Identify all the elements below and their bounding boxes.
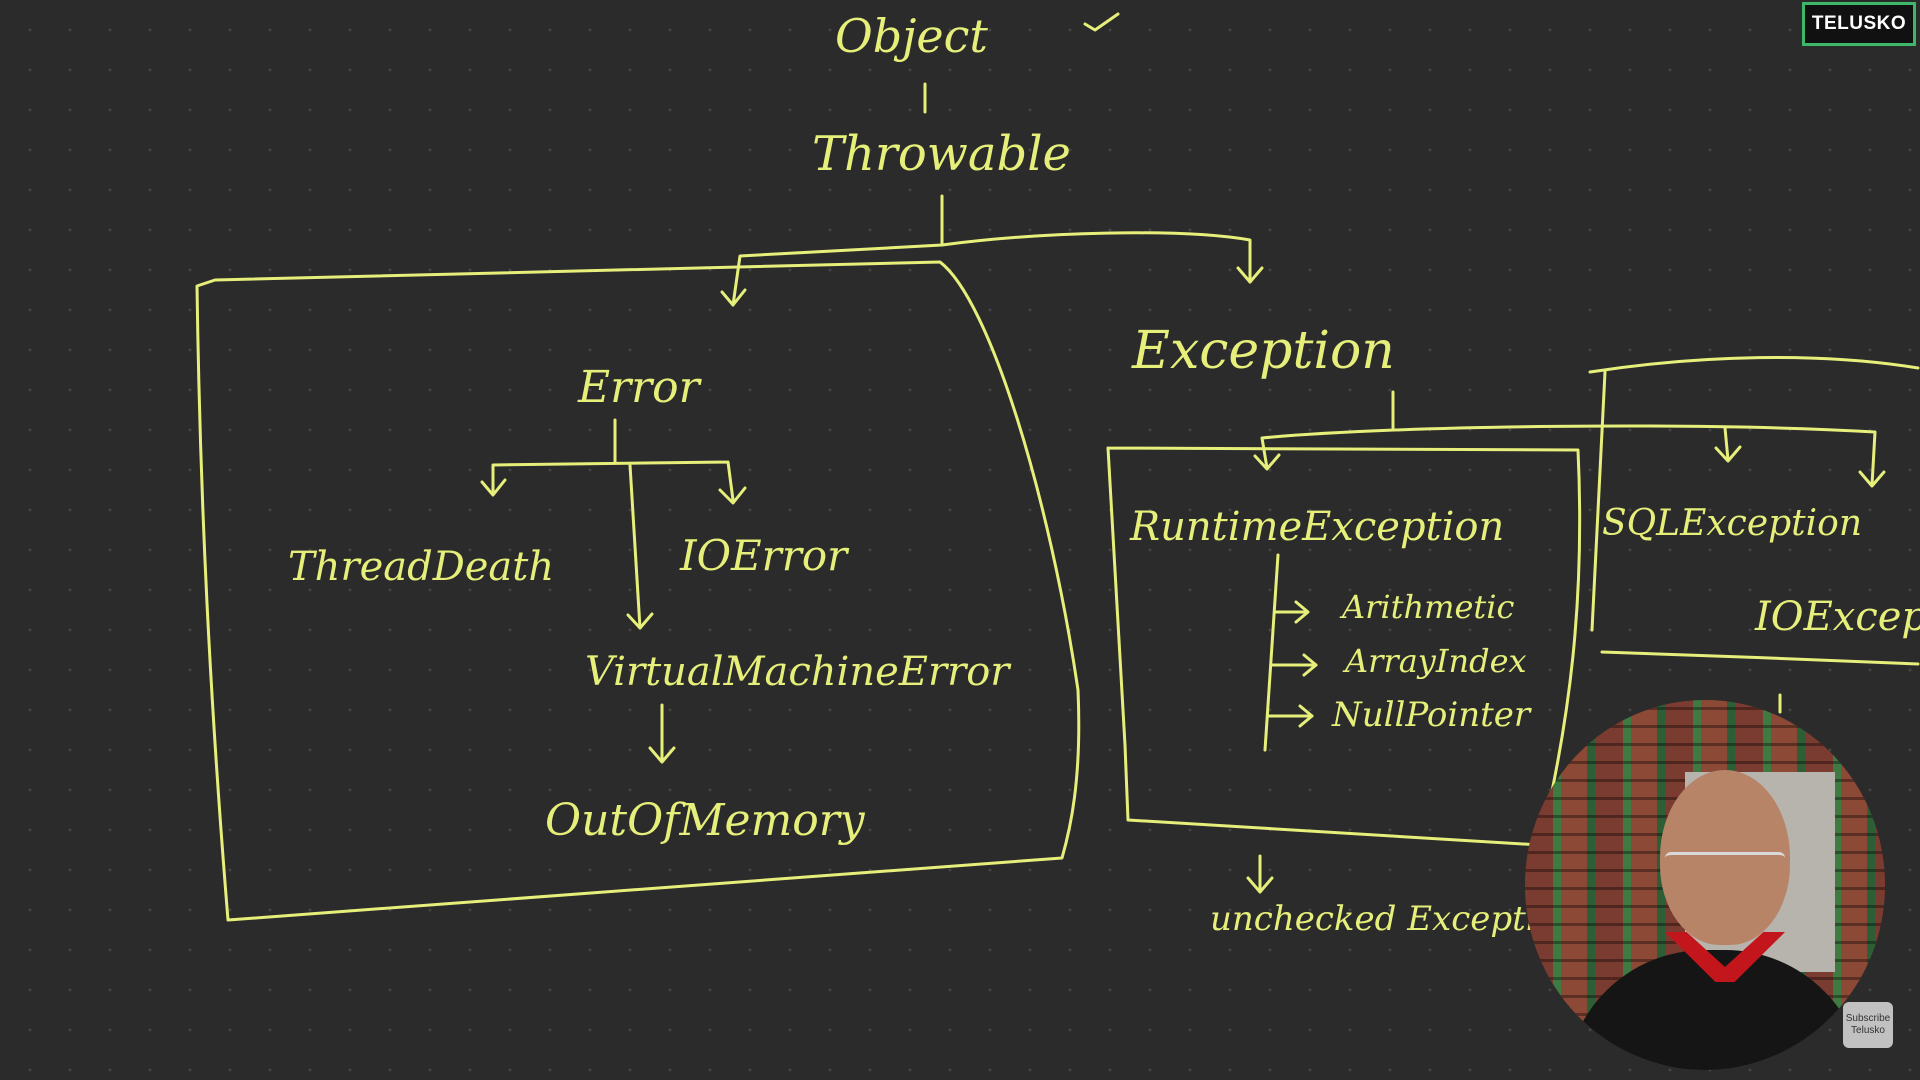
check-mark bbox=[1083, 12, 1120, 32]
node-ioexception: IOException bbox=[1754, 594, 1920, 640]
checked-group-box bbox=[1588, 356, 1920, 666]
subscribe-label: Subscribe bbox=[1845, 1013, 1891, 1024]
node-error: Error bbox=[577, 362, 703, 413]
subscribe-button[interactable]: Subscribe Telusko bbox=[1843, 1002, 1893, 1048]
arrows-error-children bbox=[480, 478, 747, 630]
edge-exception-split bbox=[1260, 390, 1877, 487]
arrow-to-error bbox=[720, 288, 747, 307]
arrows-exception-children bbox=[1253, 445, 1886, 488]
presenter-webcam bbox=[1525, 700, 1885, 1070]
node-runtimeexception: RuntimeException bbox=[1129, 504, 1504, 550]
edge-runtime-unchecked bbox=[1246, 854, 1274, 894]
edge-vm-outofmemory bbox=[648, 703, 676, 764]
arrows-runtime-children bbox=[1294, 600, 1318, 728]
node-exception: Exception bbox=[1131, 321, 1395, 381]
error-group-box bbox=[195, 260, 1081, 922]
node-sqlexception: SQLException bbox=[1602, 503, 1862, 544]
edge-runtime-children bbox=[1263, 553, 1318, 752]
presenter-glasses bbox=[1665, 852, 1785, 869]
node-throwable: Throwable bbox=[812, 126, 1071, 182]
label-unchecked-exception: unchecked Exception bbox=[1210, 899, 1579, 939]
presenter-head bbox=[1660, 770, 1790, 945]
node-arithmetic: Arithmetic bbox=[1339, 588, 1514, 626]
node-object: Object bbox=[835, 9, 988, 63]
edge-throwable-split bbox=[731, 194, 1252, 307]
edge-error-children bbox=[491, 418, 735, 630]
arrow-to-exception bbox=[1236, 266, 1264, 284]
node-ioerror: IOError bbox=[679, 531, 850, 580]
node-threaddeath: ThreadDeath bbox=[288, 544, 554, 590]
node-virtualmachineerror: VirtualMachineError bbox=[585, 649, 1012, 695]
node-outofmemory: OutOfMemory bbox=[545, 795, 866, 846]
telusko-logo: TELUSKO bbox=[1802, 2, 1916, 46]
subscribe-channel: Telusko bbox=[1851, 1025, 1885, 1036]
node-nullpointer: NullPointer bbox=[1331, 695, 1532, 735]
node-arrayindex: ArrayIndex bbox=[1342, 642, 1527, 680]
